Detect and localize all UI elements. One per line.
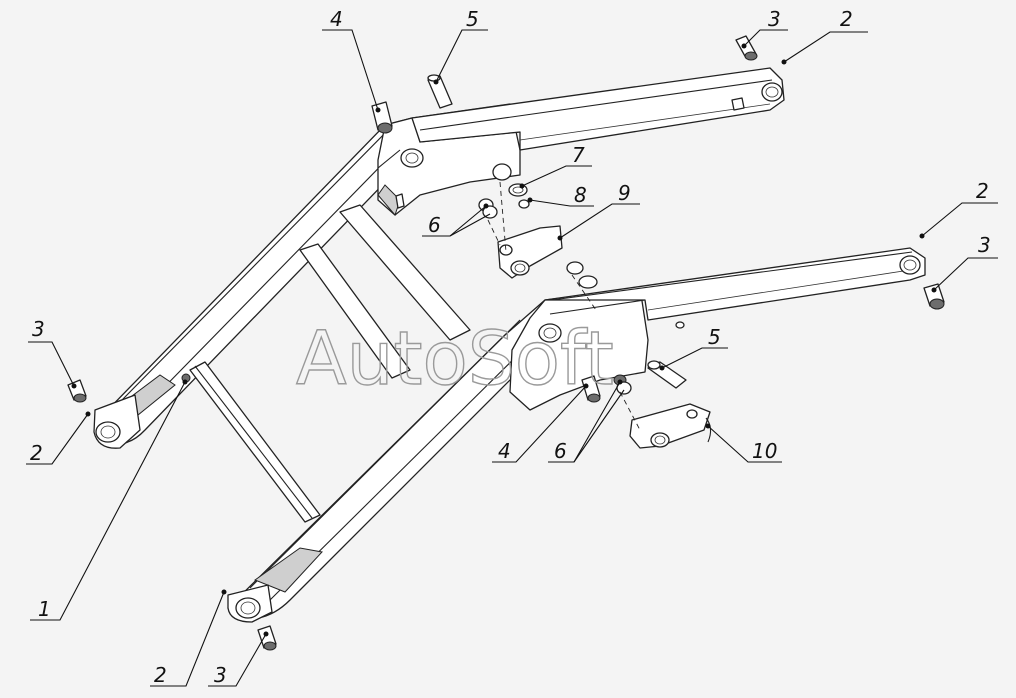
callout-1: 1 xyxy=(38,597,51,621)
upper-pin-stub xyxy=(731,97,745,111)
callout-leaders xyxy=(26,29,998,687)
callout-5-top: 5 xyxy=(466,7,479,31)
bushings-and-pins xyxy=(67,35,945,651)
callout-4-top: 4 xyxy=(330,7,343,31)
washer-mid xyxy=(566,261,584,275)
assembly-axis-lines xyxy=(487,181,641,431)
callout-4-middle: 4 xyxy=(498,439,511,463)
callout-3-top: 3 xyxy=(768,7,781,31)
cross-member-middle xyxy=(299,243,411,379)
callout-2-top: 2 xyxy=(840,7,853,31)
callout-7: 7 xyxy=(572,143,585,167)
callout-2-left: 2 xyxy=(30,441,43,465)
nut-8 xyxy=(518,199,530,209)
cotter-pin-10 xyxy=(705,417,712,443)
callout-3-left: 3 xyxy=(32,317,45,341)
callout-2-right: 2 xyxy=(976,179,989,203)
watermark: AutoSoft xyxy=(296,316,614,402)
callout-labels: 1 2 2 2 2 3 3 3 3 4 4 5 5 6 6 7 8 9 10 xyxy=(30,7,991,687)
right-arm-head xyxy=(509,287,649,411)
washer-6b xyxy=(482,205,498,219)
loader-frame xyxy=(93,67,926,623)
callout-3-right: 3 xyxy=(978,233,991,257)
callout-6-middle: 6 xyxy=(554,439,567,463)
callout-10: 10 xyxy=(752,439,777,463)
callout-6-top: 6 xyxy=(428,213,441,237)
lower-right-arm xyxy=(544,247,926,321)
callout-5-right: 5 xyxy=(708,325,721,349)
callout-3-bottom: 3 xyxy=(214,663,227,687)
callout-8: 8 xyxy=(574,183,587,207)
link-plate-10 xyxy=(629,403,711,449)
cross-member-upper xyxy=(339,204,471,341)
upper-right-arm xyxy=(411,67,785,151)
callout-9: 9 xyxy=(618,181,631,205)
callout-2-bottom: 2 xyxy=(154,663,167,687)
